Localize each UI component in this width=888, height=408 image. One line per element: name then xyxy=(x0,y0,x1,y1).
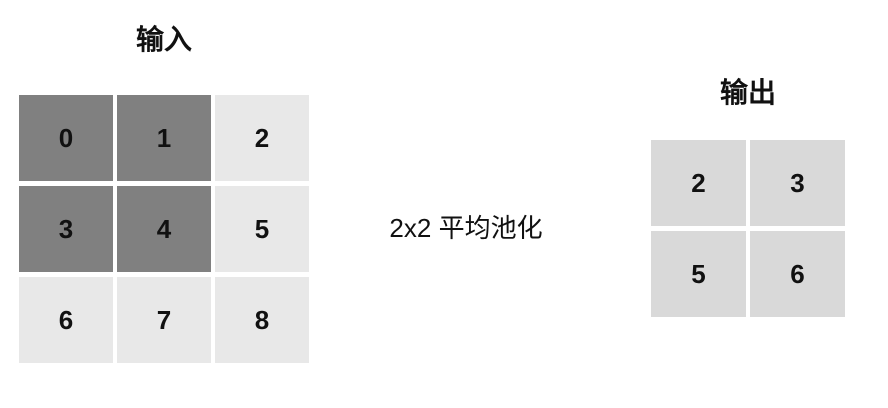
output-cell-2: 5 xyxy=(651,231,746,317)
output-grid-title: 输出 xyxy=(719,77,776,108)
input-cell-4: 4 xyxy=(117,186,211,272)
input-cell-0: 0 xyxy=(19,95,113,181)
input-cell-6: 6 xyxy=(19,277,113,363)
input-cell-1: 1 xyxy=(117,95,211,181)
input-cell-8: 8 xyxy=(215,277,309,363)
pooling-operation-label: 2x2 平均池化 xyxy=(389,213,543,243)
output-cell-0: 2 xyxy=(651,140,746,226)
input-grid-title: 输入 xyxy=(135,24,192,55)
input-cell-2: 2 xyxy=(215,95,309,181)
input-cell-7: 7 xyxy=(117,277,211,363)
input-cell-5: 5 xyxy=(215,186,309,272)
output-cell-3: 6 xyxy=(750,231,845,317)
input-grid: 0 1 2 3 4 5 6 7 8 xyxy=(19,95,309,363)
output-grid: 2 3 5 6 xyxy=(651,140,845,317)
output-cell-1: 3 xyxy=(750,140,845,226)
input-cell-3: 3 xyxy=(19,186,113,272)
